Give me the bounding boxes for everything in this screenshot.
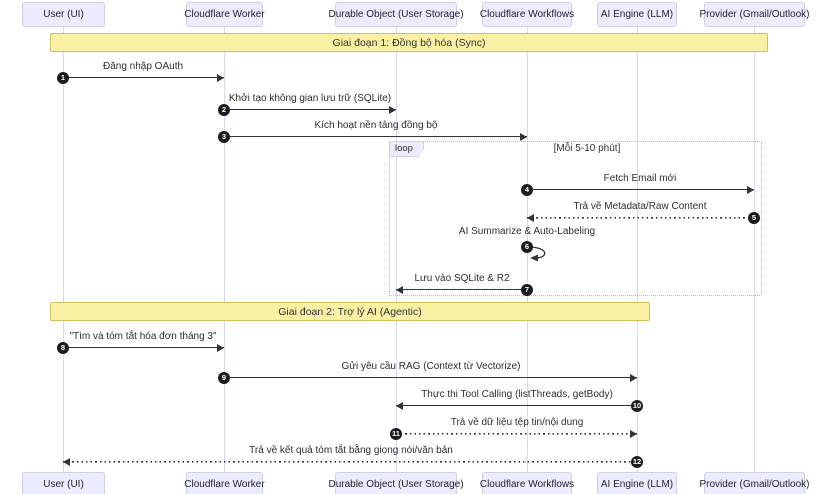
lifeline-durable-object [396, 27, 397, 472]
message-6-badge: 6 [521, 241, 533, 253]
message-9-line [224, 377, 637, 379]
message-3-label: Kích hoạt nền tảng đồng bộ [314, 120, 438, 131]
participant-top-provider: Provider (Gmail/Outlook) [699, 2, 810, 27]
message-3-arrowhead-icon [520, 133, 527, 141]
message-9-label: Gửi yêu cầu RAG (Context từ Vectorize) [341, 361, 521, 372]
participant-top-durable-object: Durable Object (User Storage) [328, 2, 464, 27]
message-2-badge: 2 [218, 104, 230, 116]
message-12-label: Trả về kết quả tóm tắt bằng giọng nói/vă… [249, 445, 453, 456]
loop-condition: [Mỗi 5-10 phút] [553, 143, 621, 154]
message-2-label: Khởi tạo không gian lưu trữ (SQLite) [228, 93, 392, 104]
message-10-label: Thực thi Tool Calling (listThreads, getB… [421, 389, 613, 400]
lifeline-provider [754, 27, 755, 472]
message-4-label: Fetch Email mới [603, 173, 677, 184]
participant-bottom-workflows: Cloudflare Workflows [480, 472, 574, 494]
participant-top-user: User (UI) [22, 2, 105, 27]
message-8-label: "Tìm và tóm tắt hóa đơn tháng 3" [69, 331, 217, 342]
participant-bottom-provider: Provider (Gmail/Outlook) [699, 472, 810, 494]
down-arrow-icon: ↓ [522, 451, 529, 466]
participant-bottom-ai-engine: AI Engine (LLM) [597, 472, 677, 494]
message-11-arrowhead-icon [630, 430, 637, 438]
message-12-badge: 12 [631, 456, 643, 468]
message-8-arrowhead-icon [217, 344, 224, 352]
loop-label: loop [389, 141, 424, 157]
message-5-label: Trả về Metadata/Raw Content [573, 201, 707, 212]
loop-frame [389, 141, 762, 296]
message-4-badge: 4 [521, 184, 533, 196]
participant-top-ai-engine: AI Engine (LLM) [597, 2, 677, 27]
participant-top-worker: Cloudflare Worker [184, 2, 265, 27]
message-5-line [527, 217, 754, 219]
message-3-badge: 3 [218, 131, 230, 143]
message-9-badge: 9 [218, 372, 230, 384]
lifeline-ai-engine [637, 27, 638, 472]
phase-1-banner: Giai đoạn 1: Đồng bộ hóa (Sync) [50, 33, 768, 52]
message-8-badge: 8 [57, 342, 69, 354]
message-5-arrowhead-icon [527, 214, 534, 222]
message-10-badge: 10 [631, 400, 643, 412]
message-6-label: AI Summarize & Auto-Labeling [458, 226, 596, 237]
message-4-arrowhead-icon [747, 186, 754, 194]
message-11-badge: 11 [390, 428, 402, 440]
message-7-label: Lưu vào SQLite & R2 [414, 273, 510, 284]
message-8-line [63, 347, 224, 349]
participant-top-workflows: Cloudflare Workflows [480, 2, 574, 27]
message-5-badge: 5 [748, 212, 760, 224]
message-2-line [224, 109, 396, 111]
lifeline-worker [224, 27, 225, 472]
message-1-badge: 1 [57, 72, 69, 84]
participant-bottom-user: User (UI) [22, 472, 105, 494]
message-12-line [63, 461, 637, 463]
phase-2-banner: Giai đoạn 2: Trợ lý AI (Agentic) [50, 302, 650, 321]
message-4-line [527, 189, 754, 191]
message-11-label: Trả về dữ liệu tệp tin/nội dung [450, 417, 584, 428]
message-7-arrowhead-icon [396, 286, 403, 294]
message-10-line [396, 405, 637, 407]
message-7-line [396, 289, 527, 291]
participant-bottom-worker: Cloudflare Worker [184, 472, 265, 494]
message-12-arrowhead-icon [63, 458, 70, 466]
message-10-arrowhead-icon [396, 402, 403, 410]
lifeline-user [63, 27, 64, 472]
participant-bottom-durable-object: Durable Object (User Storage) [328, 472, 464, 494]
message-11-line [396, 433, 637, 435]
message-1-label: Đăng nhập OAuth [102, 61, 184, 72]
message-3-line [224, 136, 527, 138]
message-1-line [63, 77, 224, 79]
message-7-badge: 7 [521, 284, 533, 296]
message-2-arrowhead-icon [389, 106, 396, 114]
message-1-arrowhead-icon [217, 74, 224, 82]
message-9-arrowhead-icon [630, 374, 637, 382]
